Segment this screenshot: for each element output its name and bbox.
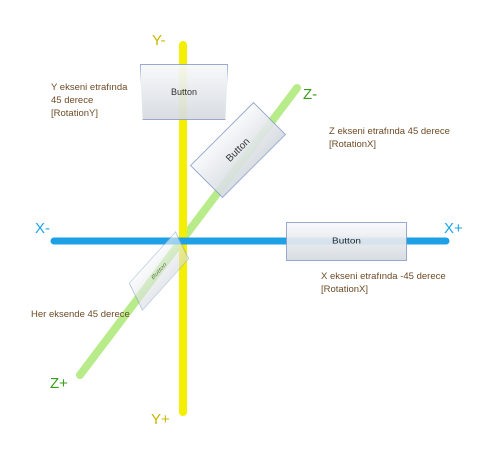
x-rotation-note-line2: [RotationX] [321,284,368,295]
all-axes-rotated-button-label: Button [150,260,168,282]
all-rotation-note: Her eksende 45 derece [31,308,130,321]
x-rotated-button-label: Button [332,237,361,246]
y-rotation-note-line3: [RotationY] [51,108,98,119]
x-plus-label: X+ [444,220,463,237]
y-rotation-note-line1: Y ekseni etrafında [51,82,128,93]
y-minus-label: Y- [152,32,166,49]
y-rotated-button[interactable]: Button [140,64,228,120]
all-rotation-note-line1: Her eksende 45 derece [31,309,130,320]
z-plus-label: Z+ [50,375,68,392]
z-rotation-note-line2: [RotationX] [329,139,376,150]
z-rotated-button-label: Button [223,135,253,165]
y-plus-label: Y+ [151,411,170,428]
x-rotation-note-line1: X ekseni etrafında -45 derece [321,271,446,282]
x-rotation-note: X ekseni etrafında -45 derece [RotationX… [321,270,446,296]
y-rotation-note: Y ekseni etrafında 45 derece [RotationY] [51,81,127,120]
z-rotation-note: Z ekseni etrafında 45 derece [RotationX] [329,125,450,151]
x-rotated-button[interactable]: Button [286,222,407,261]
y-rotation-note-line2: 45 derece [51,95,94,106]
z-minus-label: Z- [303,86,318,103]
z-rotation-note-line1: Z ekseni etrafında 45 derece [329,126,450,137]
x-minus-label: X- [35,220,50,237]
y-rotated-button-label: Button [170,87,198,97]
